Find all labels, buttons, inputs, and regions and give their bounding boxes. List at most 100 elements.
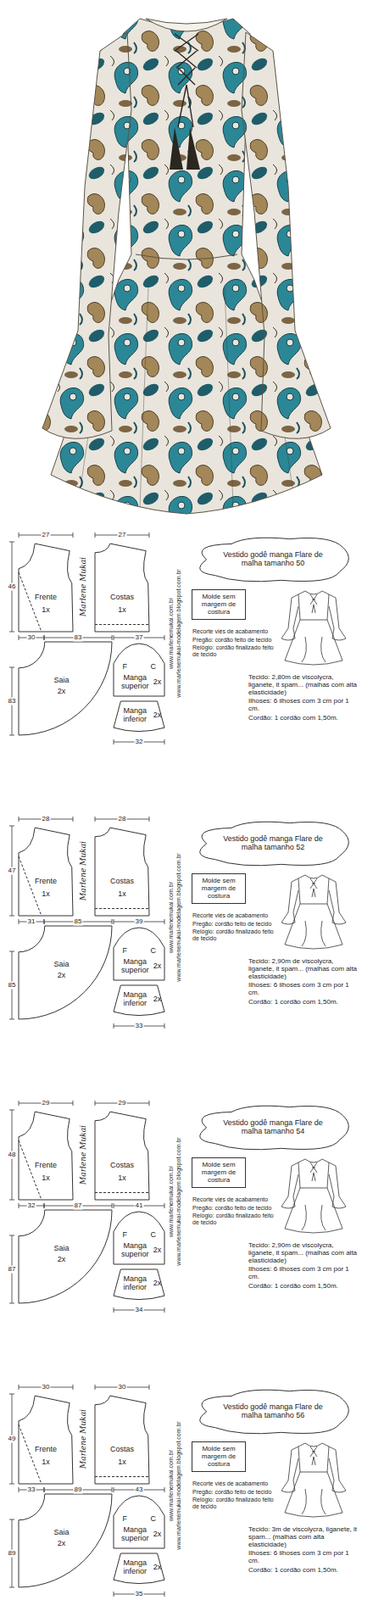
node-text: 1x bbox=[117, 1458, 127, 1467]
dimension: 49 bbox=[7, 1435, 17, 1443]
dimension: 47 bbox=[7, 867, 17, 875]
dimension-tick bbox=[44, 1202, 45, 1209]
material-group: Tecido: 2,90m de viscolycra, liganete, i… bbox=[247, 1241, 362, 1292]
node-text: Manga inferior bbox=[119, 1274, 151, 1292]
note-box: Molde sem margem de costura bbox=[191, 873, 246, 904]
material-note: Tecido: 2,90m de viscolycra, liganete, i… bbox=[247, 957, 362, 980]
dimension-tick bbox=[113, 918, 115, 925]
note: Pregão: cordão feito de tecido bbox=[191, 1204, 277, 1212]
title-cloud: Vestido godê manga Flare de malha tamanh… bbox=[189, 818, 357, 869]
note: Relógio: cordão finalizado feito de teci… bbox=[191, 644, 277, 657]
outline bbox=[18, 1209, 112, 1303]
dimension-tick bbox=[164, 1023, 166, 1029]
node-text: 2x bbox=[57, 1255, 67, 1264]
back-piece: Costas1x bbox=[94, 825, 150, 916]
front-piece: Frente1x bbox=[18, 1109, 73, 1200]
dimension-tick bbox=[9, 915, 15, 917]
piece-outline bbox=[94, 825, 150, 916]
guide-line bbox=[94, 1475, 150, 1477]
dimension-tick bbox=[9, 1018, 15, 1020]
node-text: Manga superior bbox=[119, 1241, 151, 1259]
node-text: Manga inferior bbox=[119, 1558, 151, 1576]
dimension-tick bbox=[9, 1393, 15, 1395]
outline bbox=[113, 927, 165, 980]
node-text: C bbox=[150, 1230, 157, 1240]
dimension-tick bbox=[113, 739, 115, 745]
node-text: Manga inferior bbox=[119, 707, 151, 724]
node-text: 2x bbox=[153, 1279, 162, 1288]
lower-sleeve-piece: Manga inferior2x bbox=[113, 701, 165, 735]
dimension-tick bbox=[113, 1486, 115, 1492]
dimension-tick bbox=[94, 1100, 96, 1106]
outline bbox=[94, 1111, 150, 1200]
node-text: 2x bbox=[153, 962, 162, 971]
dimension: 41 bbox=[134, 1202, 145, 1210]
dimension-tick bbox=[149, 1100, 151, 1106]
node-text: C bbox=[150, 662, 157, 672]
outline bbox=[113, 1211, 165, 1264]
outline bbox=[94, 1395, 150, 1484]
node-text: F bbox=[122, 662, 128, 672]
node-text: Molde sem margem de costura bbox=[192, 1157, 245, 1187]
note: Recorte viés de acabamento bbox=[191, 912, 277, 919]
node-text: Frente bbox=[34, 1445, 57, 1454]
dimension-tick bbox=[164, 739, 166, 745]
lower-sleeve-piece: Manga inferior2x bbox=[113, 1269, 165, 1303]
piece-outline bbox=[18, 825, 73, 916]
notes-group: Recorte viés de acabamentoPregão: cordão… bbox=[191, 628, 277, 660]
outline bbox=[18, 1493, 112, 1587]
dimension-tick bbox=[9, 1235, 15, 1236]
material-note: Tecido: 2,80m de viscolycra, liganete, i… bbox=[247, 673, 362, 696]
note: Recorte viés de acabamento bbox=[191, 1196, 277, 1203]
node-text: 2x bbox=[153, 995, 162, 1004]
dimension: 39 bbox=[134, 918, 145, 926]
dimension-tick bbox=[149, 816, 151, 822]
outline bbox=[94, 827, 150, 916]
upper-sleeve-piece: FCManga superior2x bbox=[113, 643, 165, 696]
node-text: Saia bbox=[54, 676, 70, 685]
guide-line bbox=[18, 572, 42, 632]
website-watermark: www.marlenemukai-modelagem.blogspot.com.… bbox=[175, 1135, 183, 1266]
node-text: Costas bbox=[110, 877, 134, 886]
outline bbox=[113, 985, 165, 1016]
piece-outline bbox=[94, 541, 150, 632]
node-text: Molde sem margem de costura bbox=[192, 874, 245, 903]
front-piece: Frente1x bbox=[18, 1393, 73, 1484]
dimension-tick bbox=[44, 918, 45, 925]
node-text: 1x bbox=[117, 606, 127, 615]
skirt-piece: Saia2x bbox=[18, 925, 112, 1019]
node-text: Manga superior bbox=[119, 957, 151, 975]
dimension-tick bbox=[164, 1307, 166, 1313]
skirt-piece: Saia2x bbox=[18, 1209, 112, 1303]
dimension-tick bbox=[18, 1100, 20, 1106]
node-text: Frente bbox=[34, 877, 57, 886]
note-box: Molde sem margem de costura bbox=[191, 1157, 246, 1188]
notes-group: Recorte viés de acabamentoPregão: cordão… bbox=[191, 1480, 277, 1512]
note: Pregão: cordão feito de tecido bbox=[191, 920, 277, 928]
dimension-tick bbox=[18, 1486, 20, 1492]
node-text: Saia bbox=[54, 1528, 70, 1537]
dimension-tick bbox=[44, 918, 45, 925]
signature-watermark: Marlene Mukai bbox=[79, 1408, 89, 1470]
piece-outline bbox=[94, 1393, 150, 1484]
material-note: Tecido: 3m de viscolycra, liganete, it s… bbox=[247, 1525, 362, 1548]
note: Pregão: cordão feito de tecido bbox=[191, 1488, 277, 1496]
front-piece: Frente1x bbox=[18, 825, 73, 916]
dimension: 28 bbox=[41, 815, 51, 824]
signature-watermark: Marlene Mukai bbox=[79, 1124, 89, 1186]
front-piece: Frente1x bbox=[18, 541, 73, 632]
node-text: C bbox=[150, 1514, 157, 1524]
dimension: 33 bbox=[27, 1486, 37, 1494]
dimension: 32 bbox=[134, 738, 145, 746]
dimension: 87 bbox=[73, 1202, 84, 1210]
dimension-tick bbox=[164, 1591, 166, 1597]
outline bbox=[113, 1553, 165, 1584]
dress-sketch bbox=[281, 1158, 346, 1233]
material-note: Ilhoses: 6 ilhoses com 3 cm por 1 cm. bbox=[247, 981, 362, 997]
node-text: C bbox=[150, 946, 157, 956]
dimension-tick bbox=[72, 532, 74, 538]
dimension-tick bbox=[164, 1486, 166, 1492]
dimension-tick bbox=[113, 1591, 115, 1597]
material-group: Tecido: 3m de viscolycra, liganete, it s… bbox=[247, 1525, 362, 1576]
dimension-tick bbox=[72, 816, 74, 822]
